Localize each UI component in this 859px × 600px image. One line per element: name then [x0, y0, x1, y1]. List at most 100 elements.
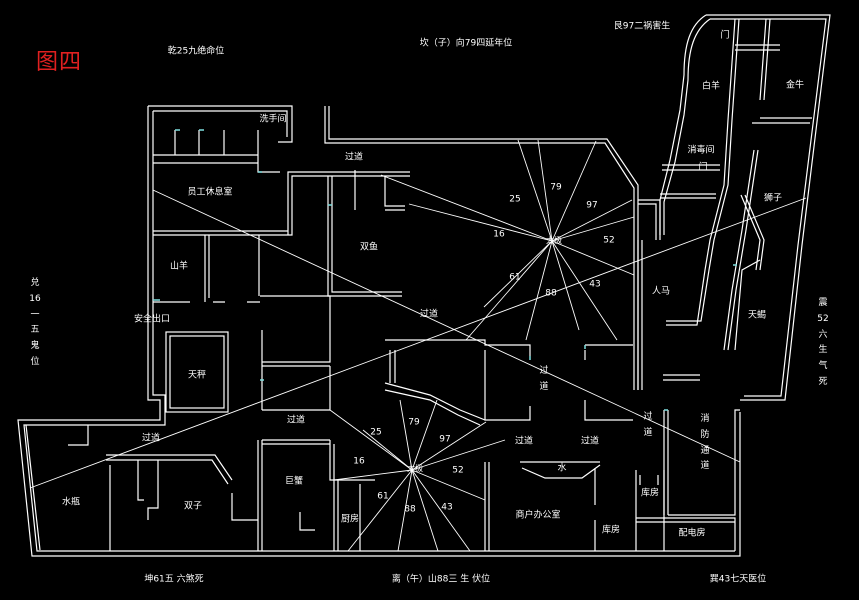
bagua-ray	[411, 469, 486, 501]
door-label: 门	[720, 30, 730, 41]
right-tower-mid	[666, 18, 740, 326]
bagua-ray	[411, 399, 438, 471]
room-manager-office: 商户办公室	[515, 510, 561, 521]
bagua-ray	[551, 199, 633, 242]
door-marks	[153, 129, 737, 411]
bagua-ray	[408, 203, 553, 242]
bagua-ray	[411, 439, 506, 471]
room-corridor: 过道	[580, 436, 600, 447]
room-wash: 洗手间	[259, 114, 287, 125]
direction-kun: 坤61五 六煞死	[144, 574, 204, 585]
bagua-ray	[551, 240, 580, 331]
room-shuangzi: 双子	[183, 501, 203, 512]
center-corridor-wall	[385, 339, 633, 421]
bagua-ray	[399, 399, 413, 471]
room-power: 配电房	[678, 528, 706, 539]
upper-grid-number: 79	[550, 182, 562, 193]
long-diagonals	[29, 189, 807, 489]
upper-grid-number: 16	[493, 229, 505, 240]
shuiping-wall	[25, 424, 233, 551]
lower-grid-number: 43	[441, 502, 453, 513]
room-corridor: 过道	[643, 412, 653, 438]
shanyang-wall	[153, 235, 260, 303]
mid-wall	[260, 295, 331, 411]
upper-bagua-lines	[380, 139, 635, 341]
direction-li: 离（午）山88三 生 伏位	[391, 574, 491, 585]
upper-grid-number: 97	[586, 200, 598, 211]
bagua-ray	[551, 240, 635, 276]
bagua-ray	[537, 139, 553, 242]
room-corridor: 过道	[141, 433, 161, 444]
direction-zhen: 震52六生气死	[817, 298, 829, 387]
door-label: 门	[698, 162, 708, 173]
room-shizi: 狮子	[763, 193, 783, 204]
upper-grid-number: 61	[509, 272, 521, 283]
bagua-ray	[362, 429, 413, 471]
room-jinniu: 金牛	[785, 80, 805, 91]
safety-exit-label: 安全出口	[133, 314, 171, 325]
room-tiancheng: 天秤	[187, 370, 207, 381]
room-corridor: 过道	[514, 436, 534, 447]
upper-grid-number: 43	[589, 279, 601, 290]
room-corridor: 过道	[539, 366, 549, 392]
bagua-ray	[551, 216, 635, 242]
lower-grid-number: 61	[377, 491, 389, 502]
room-kitchen: 厨房	[340, 514, 360, 525]
upper-center-mark: 太极	[546, 236, 562, 245]
bagua-ray	[525, 240, 553, 341]
juxie-wall	[299, 440, 375, 551]
lower-center-mark: 太极	[407, 464, 423, 473]
water-feature: 水	[557, 463, 567, 474]
lower-grid-number: 16	[353, 456, 365, 467]
room-fire-lane: 消防通道	[700, 414, 710, 472]
right-tower-rooms	[723, 18, 812, 351]
diagonal-2	[29, 197, 807, 489]
room-shuangyu: 双鱼	[359, 242, 379, 253]
room-corridor: 过道	[286, 415, 306, 426]
figure-title: 图四	[36, 50, 83, 75]
direction-kan: 坎（子）向79四延年位	[419, 38, 513, 49]
walls	[17, 14, 831, 557]
bagua-ray	[333, 469, 413, 481]
room-storage: 库房	[601, 525, 621, 536]
lower-grid-number: 97	[439, 434, 451, 445]
tiancheng-room-inner	[169, 335, 225, 409]
lower-bagua-lines	[329, 399, 506, 552]
bagua-ray	[483, 240, 553, 308]
right-tower-outer	[706, 14, 831, 401]
outer-wall-inner	[23, 110, 735, 552]
room-tianxie: 天蝎	[747, 310, 767, 321]
direction-xun: 巽43七天医位	[709, 574, 767, 585]
renma-wall	[637, 199, 700, 390]
bagua-ray	[329, 409, 413, 471]
upper-grid-number: 88	[545, 288, 557, 299]
lounge-wall	[153, 130, 280, 173]
room-baiyang: 白羊	[701, 81, 721, 92]
diagonal-1	[152, 189, 741, 463]
room-shuiping: 水瓶	[61, 497, 81, 508]
upper-grid-number: 52	[603, 235, 615, 246]
bagua-ray	[465, 240, 553, 341]
disinfect-wall	[660, 164, 720, 199]
lower-grid-number: 88	[404, 504, 416, 515]
lower-grid-number: 52	[452, 465, 464, 476]
center-left-wall	[384, 350, 486, 426]
right-tower-left	[659, 14, 711, 235]
bagua-ray	[411, 469, 439, 552]
bagua-ray	[380, 174, 553, 242]
bagua-ray	[411, 421, 487, 471]
bagua-ray	[347, 469, 413, 552]
bagua-ray	[397, 469, 413, 552]
bagua-ray	[551, 240, 618, 341]
room-corridor: 过道	[344, 152, 364, 163]
room-corridor: 过道	[419, 309, 439, 320]
bagua-ray	[517, 139, 553, 242]
room-storage: 库房	[640, 488, 660, 499]
shuangyu-wall	[327, 170, 405, 297]
bagua-ray	[551, 140, 597, 242]
room-renma: 人马	[651, 286, 671, 297]
bagua-ray	[411, 469, 471, 552]
power-room-wall	[636, 517, 736, 551]
tiancheng-room	[165, 331, 229, 413]
